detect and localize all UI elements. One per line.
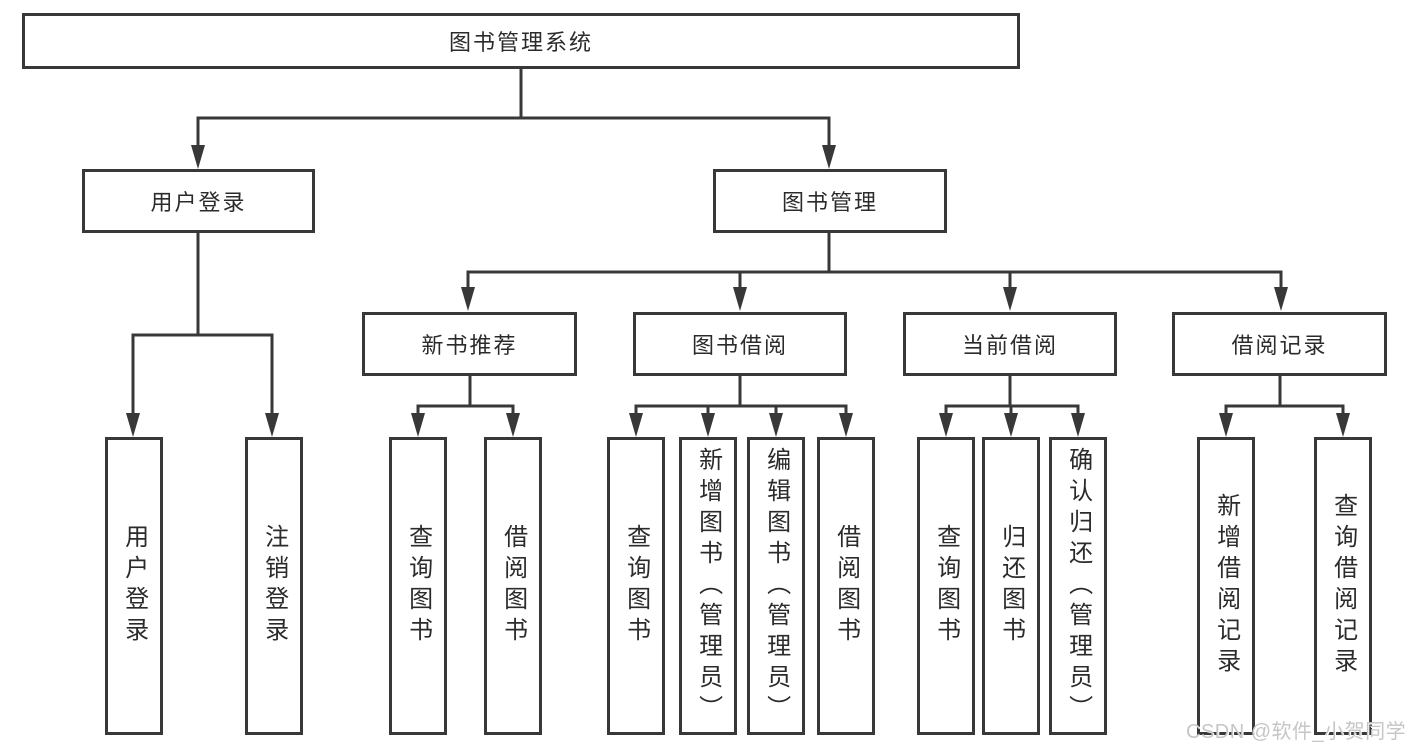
node-label: 新增借阅记录 (1212, 493, 1240, 679)
node-label: 查询图书 (404, 524, 432, 648)
node-library-system: 图书管理系统 (22, 13, 1020, 69)
node-label: 新书推荐 (421, 333, 518, 358)
node-label: 编辑图书（管理员） (762, 446, 790, 726)
node-label: 借阅记录 (1231, 333, 1328, 358)
leaf-user-login: 用户登录 (105, 437, 163, 735)
leaf-edit-book-admin: 编辑图书（管理员） (747, 437, 805, 735)
leaf-query-book-current: 查询图书 (917, 437, 975, 735)
node-label: 用户登录 (120, 524, 148, 648)
node-label: 查询借阅记录 (1329, 493, 1357, 679)
leaf-query-book-recommend: 查询图书 (389, 437, 447, 735)
node-label: 确认归还（管理员） (1064, 446, 1092, 726)
leaf-query-borrow-record: 查询借阅记录 (1314, 437, 1372, 735)
node-book-borrow: 图书借阅 (633, 312, 847, 376)
leaf-add-borrow-record: 新增借阅记录 (1197, 437, 1255, 735)
leaf-borrow-book-recommend: 借阅图书 (484, 437, 542, 735)
node-label: 借阅图书 (832, 524, 860, 648)
node-label: 图书管理 (781, 190, 878, 215)
leaf-add-book-admin: 新增图书（管理员） (679, 437, 737, 735)
csdn-watermark: CSDN @软件_小贺同学 (1186, 721, 1405, 743)
node-book-management: 图书管理 (713, 169, 947, 233)
node-label: 归还图书 (997, 524, 1025, 648)
node-label: 当前借阅 (961, 333, 1058, 358)
node-label: 图书借阅 (691, 333, 788, 358)
node-label: 用户登录 (150, 190, 247, 215)
node-user-login: 用户登录 (82, 169, 315, 233)
leaf-borrow-book: 借阅图书 (817, 437, 875, 735)
node-label: 查询图书 (622, 524, 650, 648)
node-label: 注销登录 (260, 524, 288, 648)
leaf-query-book-borrow: 查询图书 (607, 437, 665, 735)
node-borrow-records: 借阅记录 (1172, 312, 1387, 376)
leaf-confirm-return-admin: 确认归还（管理员） (1049, 437, 1107, 735)
node-new-book-recommend: 新书推荐 (362, 312, 577, 376)
node-label: 借阅图书 (499, 524, 527, 648)
node-label: 新增图书（管理员） (694, 446, 722, 726)
node-label: 图书管理系统 (448, 30, 593, 55)
leaf-return-book: 归还图书 (982, 437, 1040, 735)
leaf-logout: 注销登录 (245, 437, 303, 735)
node-current-borrow: 当前借阅 (903, 312, 1117, 376)
node-label: 查询图书 (932, 524, 960, 648)
